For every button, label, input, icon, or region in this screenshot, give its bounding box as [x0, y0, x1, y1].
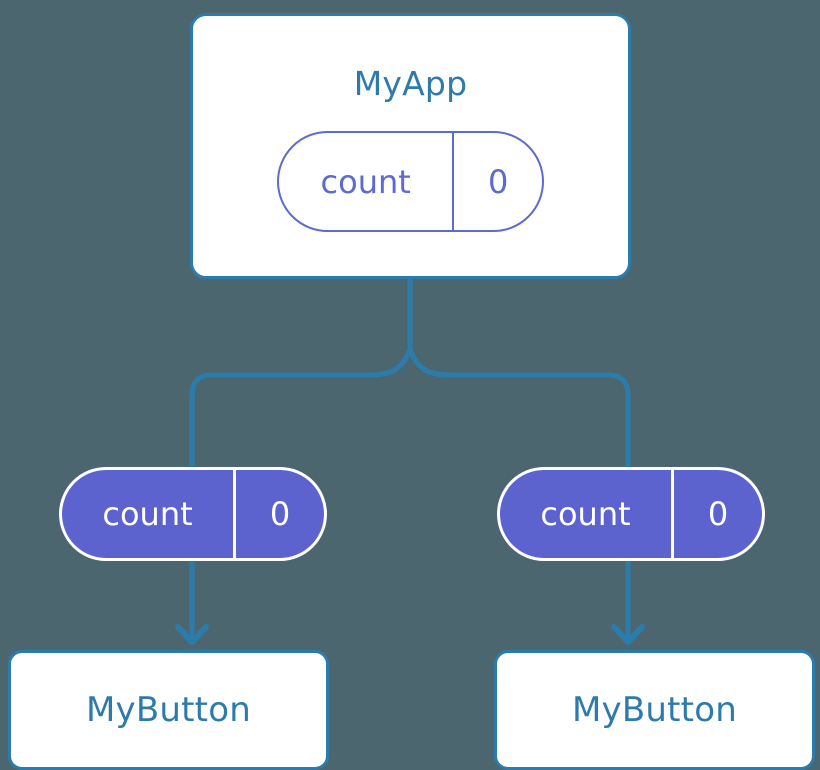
- component-box-mybutton-right[interactable]: MyButton: [494, 650, 815, 770]
- state-pill-right-value: 0: [707, 495, 729, 533]
- state-pill-right[interactable]: count 0: [497, 467, 765, 561]
- component-title-myapp: MyApp: [353, 64, 468, 103]
- component-title-mybutton-right: MyButton: [572, 690, 737, 730]
- state-pill-root[interactable]: count 0: [277, 131, 544, 232]
- state-pill-root-key: count: [279, 133, 455, 230]
- state-pill-root-value: 0: [487, 162, 509, 201]
- arrowhead-left-icon: [175, 624, 209, 645]
- component-box-mybutton-left[interactable]: MyButton: [8, 650, 329, 770]
- connector-branch-right: [407, 348, 631, 467]
- state-pill-right-key: count: [500, 470, 675, 558]
- arrowhead-right-icon: [611, 624, 645, 645]
- state-pill-left[interactable]: count 0: [59, 467, 327, 561]
- component-title-mybutton-left: MyButton: [86, 690, 251, 730]
- connector-branch-left: [189, 348, 413, 467]
- state-pill-left-key: count: [62, 470, 237, 558]
- state-pill-left-value: 0: [269, 495, 291, 533]
